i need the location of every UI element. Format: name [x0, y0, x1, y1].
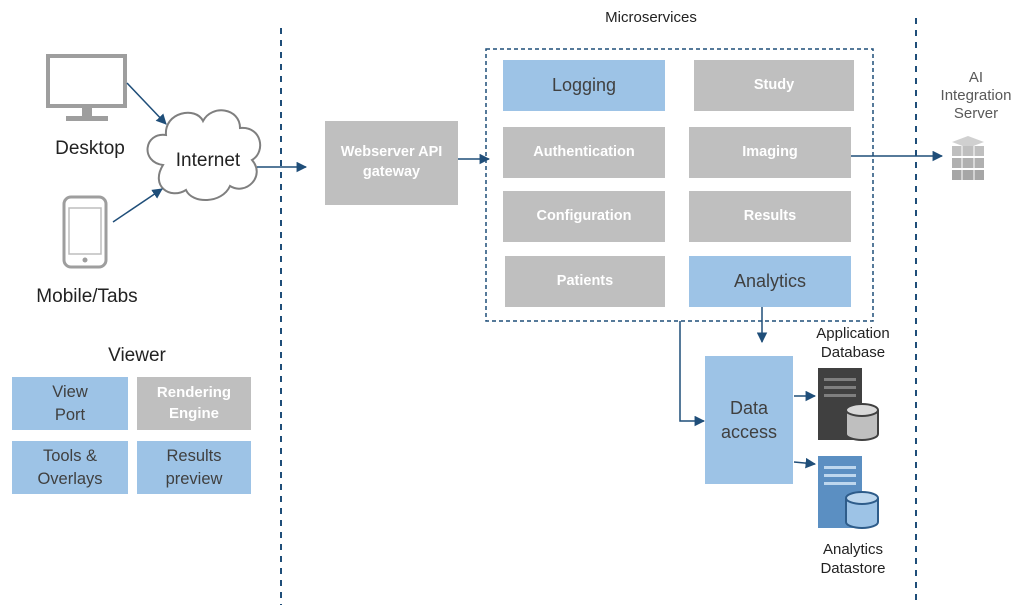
ai-server-icon [952, 136, 984, 180]
cloud-icon [146, 109, 261, 202]
patients-service: Patients [505, 256, 665, 307]
ai-server-label: AI Integration Server [940, 69, 1012, 122]
data-access-box: Data access [705, 356, 793, 484]
analytics-service: Analytics [689, 256, 851, 307]
analytics-datastore-icon [818, 456, 879, 529]
results-service: Results [689, 191, 851, 242]
application-database-label: Application Database [816, 325, 890, 361]
imaging-service: Imaging [689, 127, 851, 178]
logging-service: Logging [503, 60, 665, 111]
tools-overlays-box: Tools & Overlays [12, 441, 128, 494]
results-preview-box: Results preview [137, 441, 251, 494]
study-service: Study [694, 60, 854, 111]
desktop-icon [46, 54, 127, 121]
desktop-label: Desktop [55, 138, 125, 159]
microservices-title: Microservices [605, 9, 697, 26]
view-port-box: View Port [12, 377, 128, 430]
internet-label: Internet [175, 150, 241, 171]
mobile-label: Mobile/Tabs [36, 286, 138, 307]
authentication-service: Authentication [503, 127, 665, 178]
viewer-title: Viewer [108, 345, 166, 366]
configuration-service: Configuration [503, 191, 665, 242]
application-database-icon [818, 368, 879, 441]
webserver-gateway-box: Webserver API gateway [325, 121, 458, 205]
rendering-engine-box: Rendering Engine [137, 377, 251, 430]
mobile-phone-icon [62, 195, 108, 269]
analytics-datastore-label: Analytics Datastore [820, 541, 886, 577]
